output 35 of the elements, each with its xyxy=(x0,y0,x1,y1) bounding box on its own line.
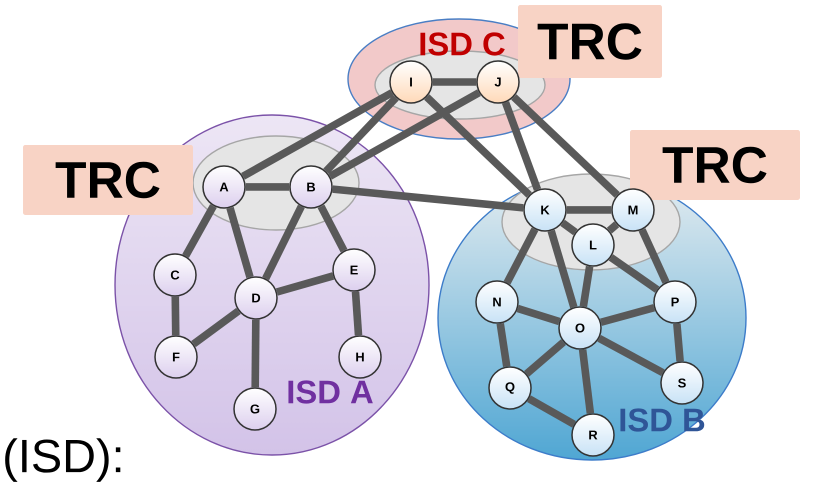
link-line xyxy=(673,323,684,362)
link-line xyxy=(560,220,578,236)
trc-box: TRC xyxy=(630,130,800,200)
link-line xyxy=(251,320,260,388)
link-line xyxy=(424,94,532,198)
trc-box: TRC xyxy=(23,145,193,215)
link-line xyxy=(608,254,660,293)
link-line xyxy=(524,339,566,377)
link-line xyxy=(600,304,656,326)
link-line xyxy=(226,206,254,278)
link-line xyxy=(323,95,399,174)
link-line xyxy=(527,395,576,428)
link-line xyxy=(171,296,180,336)
link-line xyxy=(276,272,334,296)
link-line xyxy=(566,206,612,214)
link-line xyxy=(580,266,594,308)
link-line xyxy=(328,89,481,180)
link-line xyxy=(511,94,620,198)
link-line xyxy=(597,334,665,376)
link-line xyxy=(638,228,670,284)
link-line xyxy=(548,230,578,308)
link-line xyxy=(578,349,594,414)
link-line xyxy=(262,204,305,280)
link-line xyxy=(606,221,620,234)
trc-box: TRC xyxy=(518,5,662,78)
link-line xyxy=(191,308,241,348)
link-line xyxy=(241,89,394,180)
link-line xyxy=(182,204,217,258)
link-line xyxy=(502,101,542,191)
link-line xyxy=(432,78,476,86)
link-line xyxy=(516,304,560,326)
link-line xyxy=(352,291,362,336)
link-line xyxy=(246,183,290,191)
link-line xyxy=(496,322,511,368)
link-line xyxy=(332,185,524,212)
